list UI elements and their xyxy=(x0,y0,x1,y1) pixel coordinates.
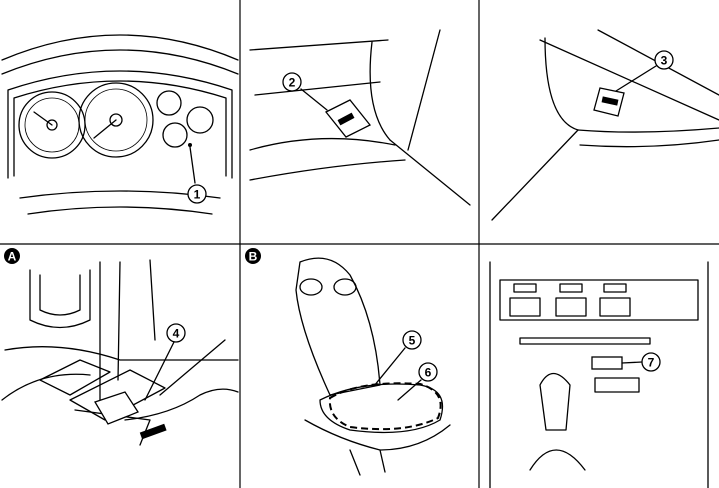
panel-driver-buckle xyxy=(249,29,471,206)
callout-2: 2 xyxy=(282,72,302,92)
svg-text:3: 3 xyxy=(661,54,668,68)
small-gauge xyxy=(156,90,182,116)
occupant-sensor-area xyxy=(328,382,442,431)
svg-text:1: 1 xyxy=(194,188,201,202)
callout-1: 1 xyxy=(187,184,207,204)
speedometer-gauge xyxy=(78,82,154,158)
small-gauge xyxy=(162,122,188,148)
svg-text:4: 4 xyxy=(173,327,180,341)
panel-center-console xyxy=(489,261,709,488)
indicator-dot xyxy=(188,143,192,147)
shift-lever xyxy=(529,372,586,471)
callout-7: 7 xyxy=(641,352,661,372)
svg-text:5: 5 xyxy=(409,334,416,348)
callout-4: 4 xyxy=(166,323,186,343)
panel-letter-A: A xyxy=(4,248,20,264)
panel-seat-cushion xyxy=(295,257,451,476)
seat-belt-buckle xyxy=(593,65,657,117)
svg-text:B: B xyxy=(249,250,258,264)
svg-text:6: 6 xyxy=(425,366,432,380)
console-switch xyxy=(594,377,640,393)
hvac-controls xyxy=(509,283,631,317)
seatback xyxy=(295,257,381,396)
cd-slot xyxy=(519,337,651,345)
harness-connector xyxy=(94,388,239,440)
seat-belt-buckle xyxy=(300,88,372,138)
svg-text:A: A xyxy=(8,250,17,264)
callout-6: 6 xyxy=(418,362,438,382)
tachometer-gauge xyxy=(18,91,86,159)
callout-3: 3 xyxy=(654,50,674,70)
seat-cushion xyxy=(304,383,451,451)
callout-5: 5 xyxy=(402,330,422,350)
passenger-airbag-off-indicator xyxy=(591,356,623,370)
svg-text:2: 2 xyxy=(289,76,296,90)
panel-instrument-cluster xyxy=(1,34,239,215)
svg-text:7: 7 xyxy=(648,356,655,370)
panel-floor-under-seat xyxy=(1,259,239,446)
panel-passenger-buckle xyxy=(491,29,719,221)
small-gauge xyxy=(186,106,214,134)
panel-letter-B: B xyxy=(245,248,261,264)
